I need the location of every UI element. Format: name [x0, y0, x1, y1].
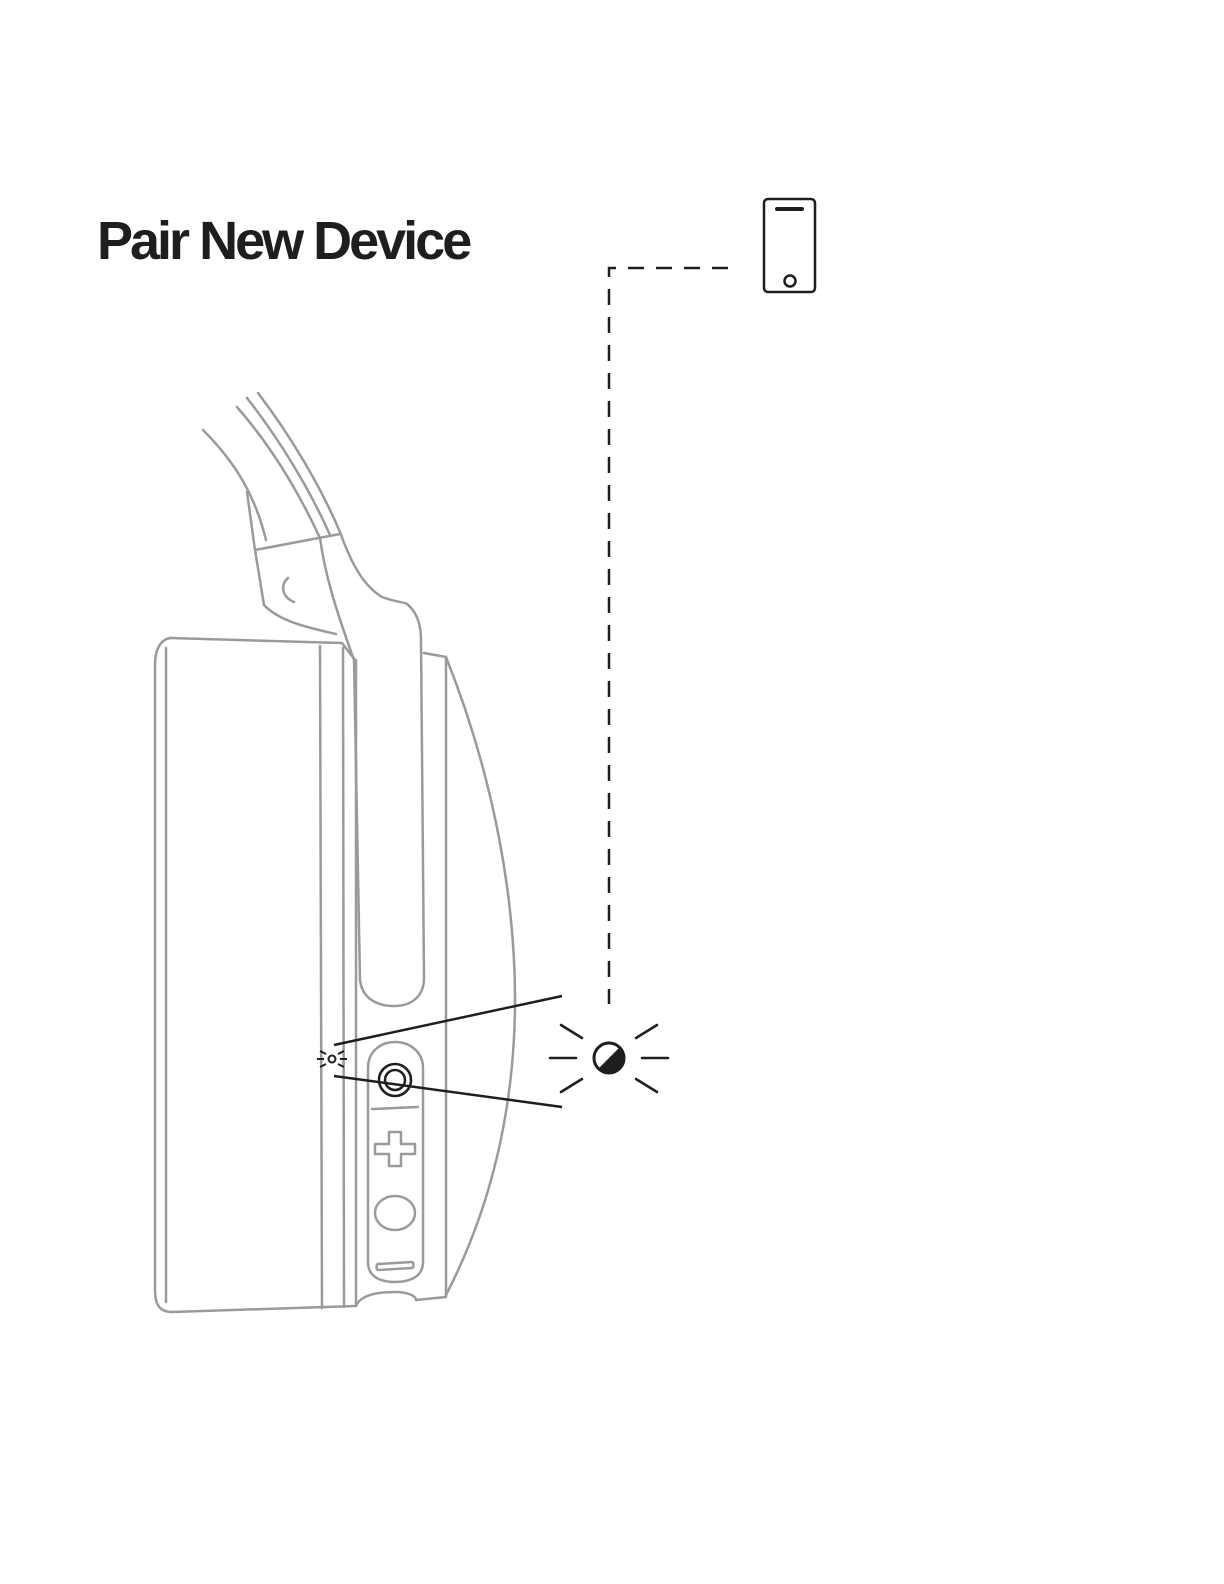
- blinking-led-indicator: [550, 1025, 668, 1092]
- play-pause-button-icon: [375, 1196, 415, 1230]
- volume-down-icon: [377, 1262, 414, 1270]
- ear-cup-shell: [356, 653, 515, 1306]
- connection-dashed-line: [609, 268, 728, 1004]
- volume-up-icon: [375, 1132, 415, 1166]
- headband: [203, 393, 421, 660]
- power-button-icon: [379, 1064, 411, 1096]
- ear-cushion: [155, 638, 356, 1312]
- smartphone-icon: [764, 199, 815, 292]
- headphone-arm: [354, 640, 424, 1006]
- control-panel: [368, 1042, 423, 1282]
- headphones-illustration: [155, 393, 515, 1312]
